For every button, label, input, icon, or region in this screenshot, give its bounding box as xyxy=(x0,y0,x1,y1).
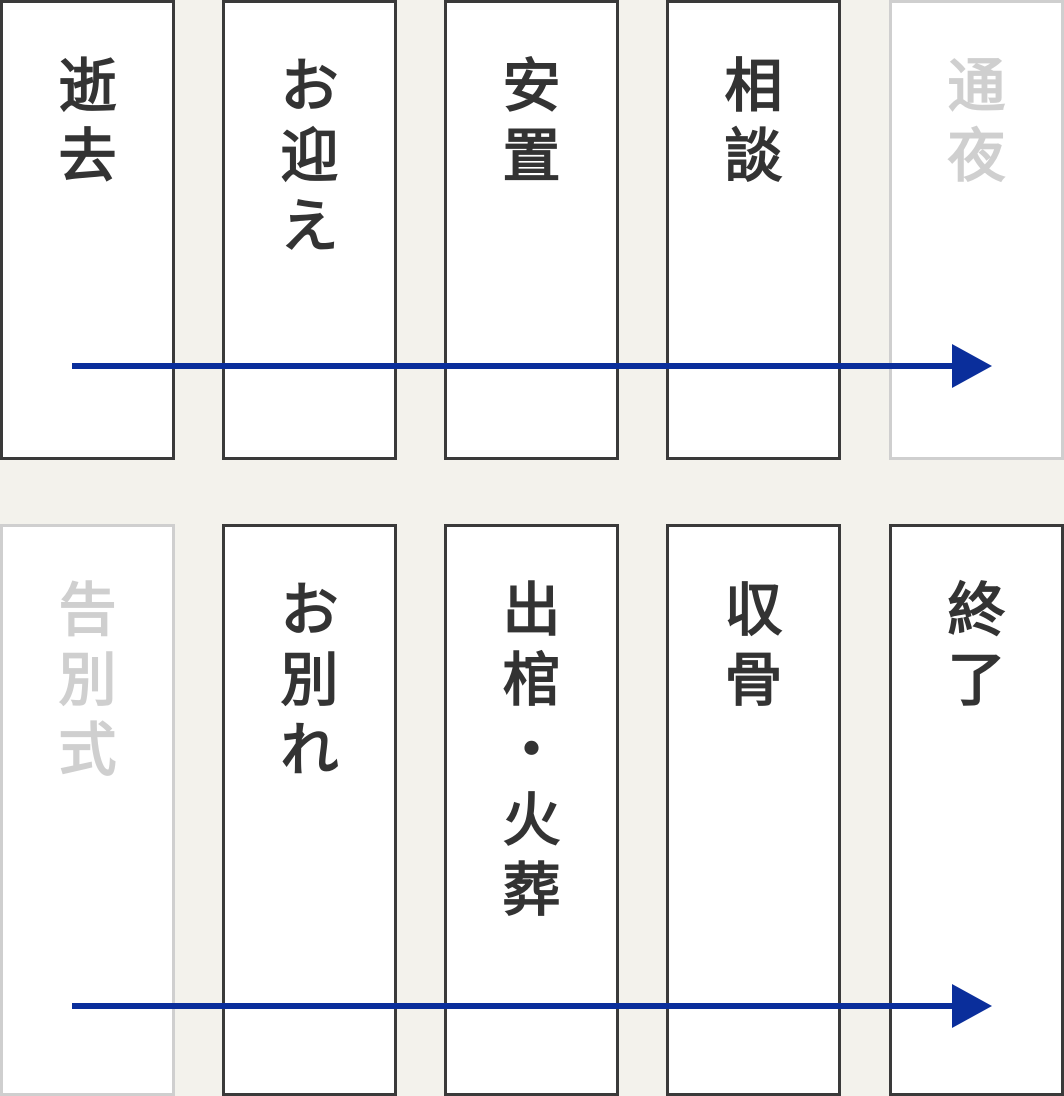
step-label: 逝去 xyxy=(3,51,172,191)
label-char: 別 xyxy=(280,646,339,714)
label-char: 終 xyxy=(947,576,1006,644)
label-char: 式 xyxy=(58,716,117,784)
label-char: 夜 xyxy=(947,122,1006,190)
label-char: ・ xyxy=(502,716,561,784)
label-char: 棺 xyxy=(502,646,561,714)
label-char: 通 xyxy=(947,52,1006,120)
step-card-shuuryou: 終了 xyxy=(889,524,1064,1096)
step-card-omukae: お迎え xyxy=(222,0,397,460)
step-card-anchi: 安置 xyxy=(444,0,619,460)
step-card-shukkan-kasou: 出棺・火葬 xyxy=(444,524,619,1096)
label-char: 収 xyxy=(724,576,783,644)
step-label: 終了 xyxy=(892,575,1061,715)
step-card-shuukotsu: 収骨 xyxy=(666,524,841,1096)
label-char: 相 xyxy=(724,52,783,120)
label-char: 迎 xyxy=(280,122,339,190)
step-label: 出棺・火葬 xyxy=(447,575,616,925)
label-char: 了 xyxy=(947,646,1006,714)
step-card-tsuya: 通夜 xyxy=(889,0,1064,460)
label-char: お xyxy=(280,576,339,644)
step-label: 通夜 xyxy=(892,51,1061,191)
label-char: 葬 xyxy=(502,856,561,924)
label-char: 置 xyxy=(502,122,561,190)
label-char: れ xyxy=(280,716,339,784)
step-card-soudan: 相談 xyxy=(666,0,841,460)
step-label: 安置 xyxy=(447,51,616,191)
label-char: 去 xyxy=(58,122,117,190)
step-label: 相談 xyxy=(669,51,838,191)
step-card-shikyo: 逝去 xyxy=(0,0,175,460)
label-char: 骨 xyxy=(724,646,783,714)
label-char: 別 xyxy=(58,646,117,714)
label-char: 火 xyxy=(502,786,561,854)
label-char: 安 xyxy=(502,52,561,120)
step-label: 収骨 xyxy=(669,575,838,715)
step-label: お別れ xyxy=(225,575,394,785)
label-char: 逝 xyxy=(58,52,117,120)
label-char: 告 xyxy=(58,576,117,644)
step-label: お迎え xyxy=(225,51,394,261)
label-char: 出 xyxy=(502,576,561,644)
step-label: 告別式 xyxy=(3,575,172,785)
label-char: 談 xyxy=(724,122,783,190)
step-card-kokubetsushiki: 告別式 xyxy=(0,524,175,1096)
label-char: お xyxy=(280,52,339,120)
step-card-owakare: お別れ xyxy=(222,524,397,1096)
label-char: え xyxy=(280,192,339,260)
